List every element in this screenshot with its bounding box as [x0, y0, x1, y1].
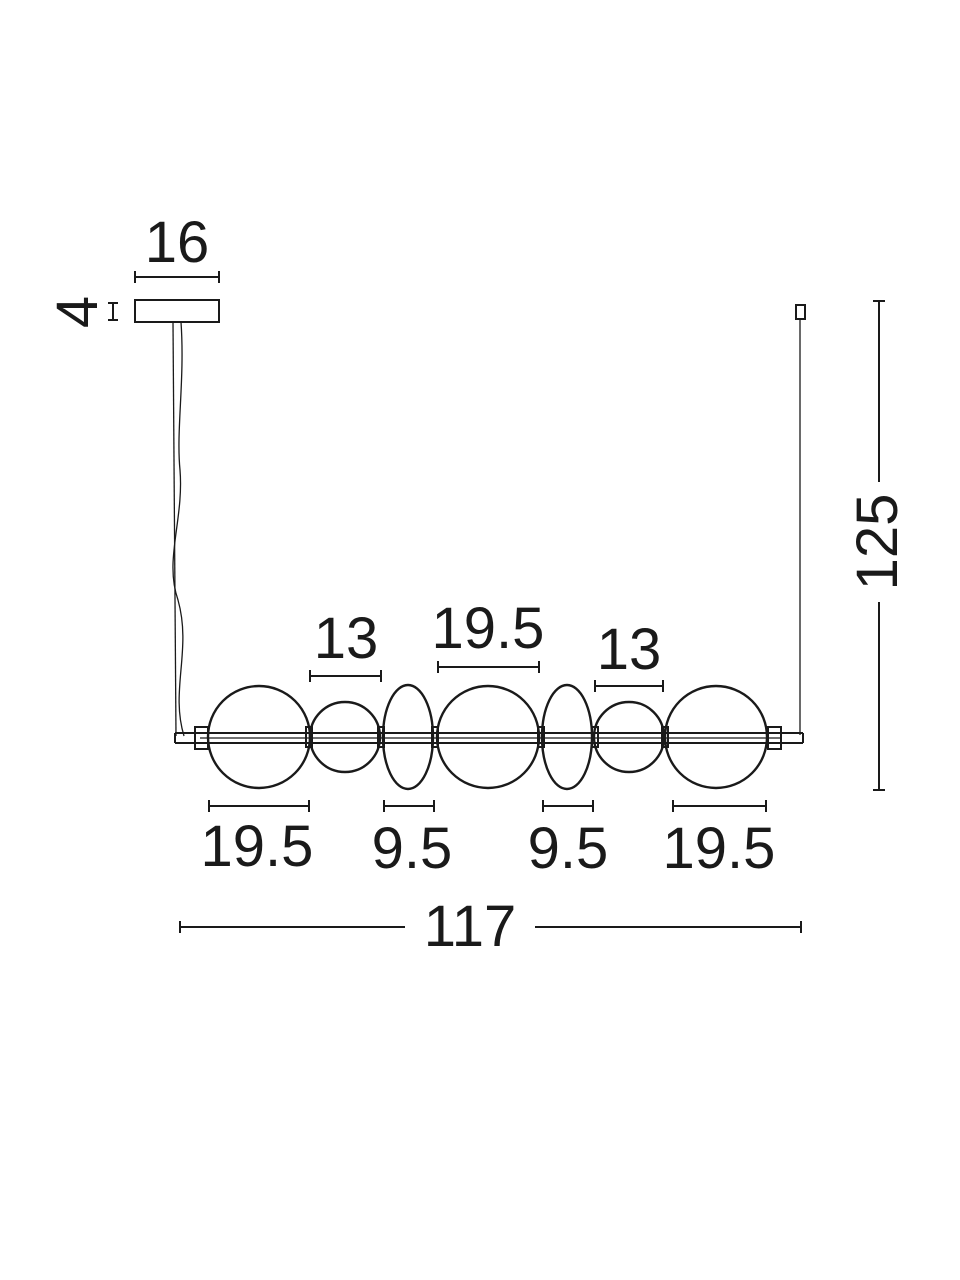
glass-rings: [206, 683, 769, 791]
ring-6: [592, 700, 666, 774]
bottom-dimension-19-5-right: 19.5: [663, 800, 776, 881]
top-dimension-label: 19.5: [432, 596, 545, 661]
bottom-dimension-9-5-left: 9.5: [372, 800, 453, 881]
top-dimension-label: 13: [314, 606, 379, 671]
bottom-dimension-label: 19.5: [201, 814, 314, 879]
canopy-width-dimension: 16: [134, 210, 220, 283]
ring-4: [435, 684, 541, 790]
canopy-height-dimension: 4: [45, 296, 118, 328]
total-height-dimension: 125: [845, 300, 910, 791]
canopy-width-label: 16: [145, 210, 210, 275]
top-dimension-13-left: 13: [309, 606, 382, 682]
canopy-height-label: 4: [45, 296, 110, 328]
ceiling-canopy: [134, 299, 220, 323]
ring-7: [663, 684, 769, 790]
ring-5: [540, 683, 594, 791]
bottom-dimension-19-5-left: 19.5: [201, 800, 314, 879]
top-dimension-13-right: 13: [594, 617, 664, 692]
total-height-label: 125: [845, 494, 910, 591]
bottom-dimension-label: 9.5: [372, 816, 453, 881]
ring-2: [308, 700, 382, 774]
ring-1: [206, 684, 312, 790]
bottom-dimension-9-5-right: 9.5: [528, 800, 609, 881]
suspension-cables: [172, 304, 806, 737]
bottom-dimension-label: 9.5: [528, 816, 609, 881]
bottom-dimension-label: 19.5: [663, 816, 776, 881]
top-dimension-label: 13: [597, 617, 662, 682]
ring-3: [381, 683, 435, 791]
total-length-label: 117: [424, 894, 516, 959]
total-length-dimension: 117: [179, 894, 802, 959]
light-bar: [174, 726, 804, 750]
top-dimension-19-5-center: 19.5: [432, 596, 545, 673]
